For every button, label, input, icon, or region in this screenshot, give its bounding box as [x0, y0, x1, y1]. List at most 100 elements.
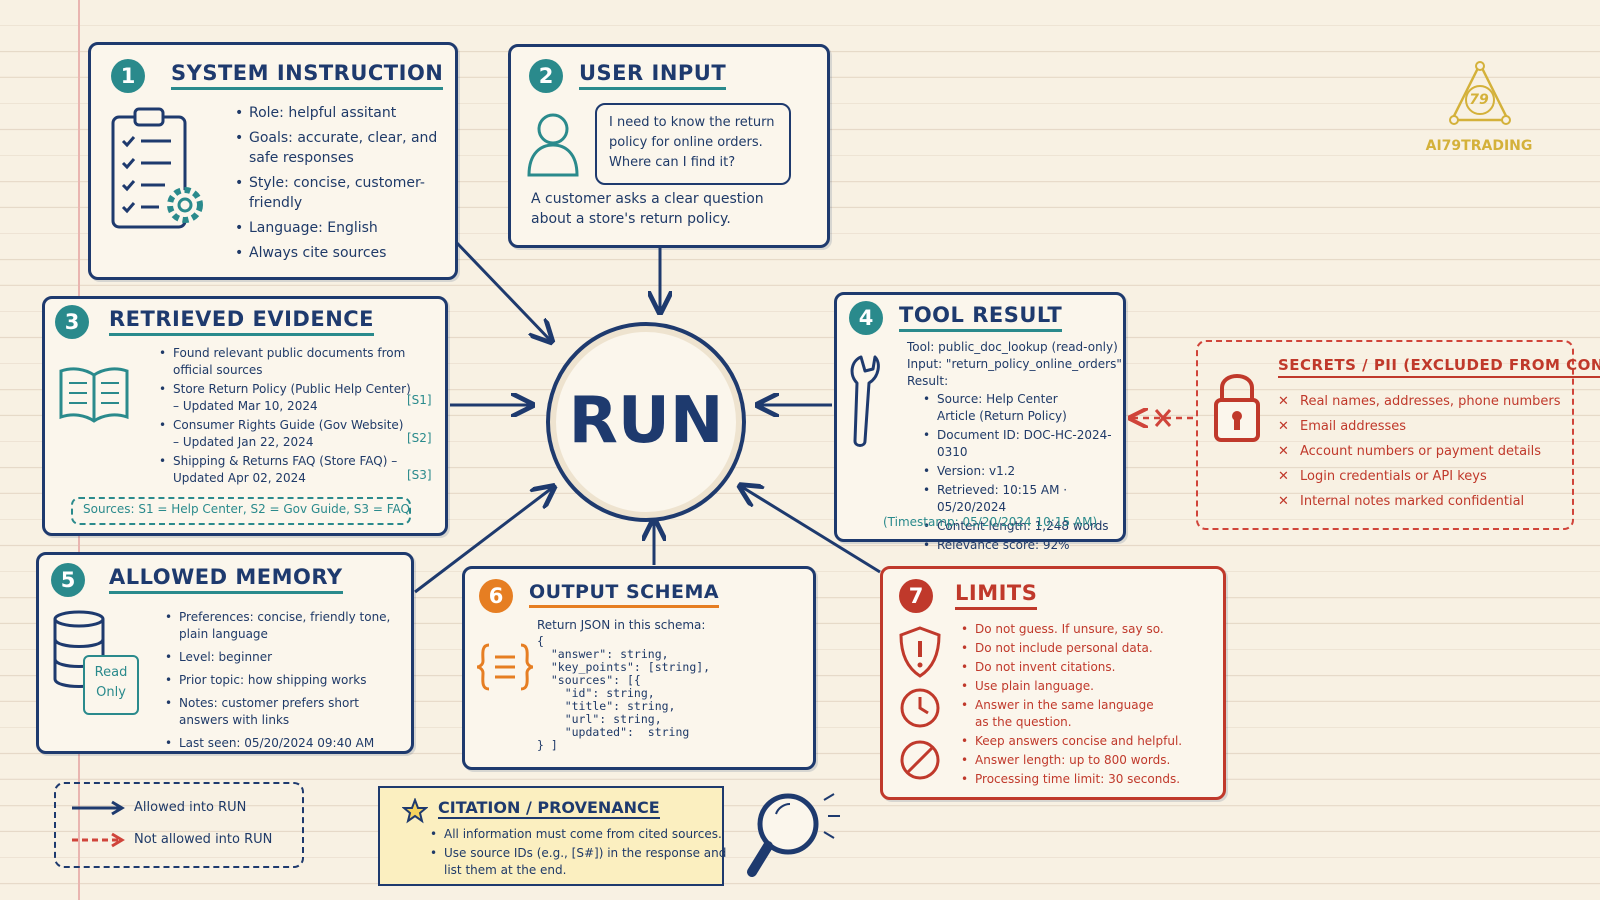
magnifier-icon: [747, 793, 840, 877]
allowed-memory-card: 5 ALLOWED MEMORY Read Only Preferences: …: [36, 552, 414, 754]
step-number: 3: [55, 305, 89, 339]
list-item: Shipping & Returns FAQ (Store FAQ) – Upd…: [159, 453, 413, 487]
list-item: Goals: accurate, clear, and safe respons…: [235, 128, 449, 168]
clipboard-gear-icon: [111, 107, 203, 229]
tool-input: Input: "return_policy_online_orders": [907, 357, 1122, 371]
clock-icon: [900, 688, 940, 728]
wrench-icon: [850, 355, 880, 447]
output-schema-card: 6 OUTPUT SCHEMA Return JSON in this sche…: [462, 566, 816, 770]
list-item: Content length: 1,248 words: [923, 518, 1137, 535]
card-title: CITATION / PROVENANCE: [438, 798, 660, 819]
run-label: RUN: [568, 384, 724, 458]
star-icon: [402, 798, 428, 824]
logo-wordmark: AI79TRADING: [1425, 138, 1533, 154]
step-number: 2: [529, 59, 563, 93]
secrets-pii-card: SECRETS / PII (EXCLUDED FROM CONTEXT) Re…: [1196, 340, 1600, 530]
padlock-icon: [1214, 374, 1260, 442]
system-instruction-list: Role: helpful assitant Goals: accurate, …: [233, 103, 449, 268]
list-item: Login credentials or API keys: [1278, 467, 1568, 486]
list-item: Do not invent citations.: [961, 659, 1225, 676]
card-title: SECRETS / PII (EXCLUDED FROM CONTEXT): [1278, 356, 1600, 378]
card-title: ALLOWED MEMORY: [109, 565, 343, 594]
blocked-x-mark: [1154, 409, 1172, 427]
memory-list: Preferences: concise, friendly tone, pla…: [163, 609, 409, 754]
source-tag-s2: [S2]: [407, 431, 432, 445]
brand-logo: 79 AI79TRADING: [1414, 60, 1544, 160]
tool-result-label: Result:: [907, 374, 949, 388]
user-input-caption: A customer asks a clear question about a…: [531, 191, 764, 227]
source-tag-s1: [S1]: [407, 393, 432, 407]
step-number: 5: [51, 563, 85, 597]
system-instruction-card: 1 SYSTEM INSTRUCTION Role: helpful assit…: [88, 42, 458, 280]
legend-box: Allowed into RUN Not allowed into RUN: [54, 782, 304, 868]
card-title: LIMITS: [955, 581, 1038, 610]
user-input-card: 2 USER INPUT I need to know the return p…: [508, 44, 830, 248]
logo-number: 79: [1469, 92, 1489, 108]
database-icon: [53, 610, 105, 688]
step-number: 1: [111, 59, 145, 93]
braces-icon: [476, 643, 534, 691]
shield-alert-icon: [899, 626, 941, 678]
list-item: Version: v1.2: [923, 463, 1137, 480]
schema-intro: Return JSON in this schema:: [537, 618, 706, 632]
source-tag-s3: [S3]: [407, 468, 432, 482]
list-item: Use source IDs (e.g., [S#]) in the respo…: [430, 845, 734, 879]
secrets-list: Real names, addresses, phone numbers Ema…: [1278, 392, 1568, 517]
citation-list: All information must come from cited sou…: [428, 826, 734, 881]
step-number: 7: [899, 579, 933, 613]
run-node: RUN: [546, 322, 746, 522]
step-number: 4: [849, 301, 883, 335]
citation-note: CITATION / PROVENANCE All information mu…: [378, 786, 726, 886]
read-only-badge: Read Only: [83, 655, 139, 715]
schema-code: { "answer": string, "key_points": [strin…: [537, 634, 711, 752]
limits-list: Do not guess. If unsure, say so. Do not …: [959, 621, 1225, 790]
arrow-limits-to-run: [742, 487, 881, 574]
bubble-text: I need to know the return policy for onl…: [609, 115, 775, 170]
list-item: Consumer Rights Guide (Gov Website) – Up…: [159, 417, 413, 451]
not-allowed-arrow-icon: [72, 832, 125, 848]
card-title: TOOL RESULT: [899, 303, 1063, 332]
evidence-list: Found relevant public documents from off…: [157, 345, 413, 489]
list-item: Level: beginner: [165, 649, 409, 666]
list-item: Account numbers or payment details: [1278, 442, 1568, 461]
list-item: Internal notes marked confidential: [1278, 492, 1568, 511]
list-item: All information must come from cited sou…: [430, 826, 734, 843]
arrow-system-to-run: [454, 240, 550, 340]
user-speech-bubble: I need to know the return policy for onl…: [595, 103, 791, 185]
list-item: Retrieved: 10:15 AM · 05/20/2024: [923, 482, 1137, 516]
list-item: Use plain language.: [961, 678, 1225, 695]
step-number: 6: [479, 579, 513, 613]
logo-triangle-icon: [1449, 61, 1511, 125]
card-title: RETRIEVED EVIDENCE: [109, 307, 375, 336]
list-item: Do not guess. If unsure, say so.: [961, 621, 1225, 638]
list-item: Prior topic: how shipping works: [165, 672, 409, 689]
list-item: Style: concise, customer-friendly: [235, 173, 449, 213]
list-item: Document ID: DOC-HC-2024-0310: [923, 427, 1137, 461]
list-item: Keep answers concise and helpful.: [961, 733, 1225, 750]
limits-card: 7 LIMITS Do not guess. If unsure, say so…: [880, 566, 1226, 800]
list-item: Processing time limit: 30 seconds.: [961, 771, 1225, 788]
list-item: Email addresses: [1278, 417, 1568, 436]
list-item: Source: Help Center Article (Return Poli…: [923, 391, 1077, 425]
tool-name: Tool: public_doc_lookup (read-only): [907, 340, 1118, 354]
tool-timestamp: (Timestamp: 05/20/2024 10:15 AM): [883, 515, 1098, 529]
tool-result-card: 4 TOOL RESULT Tool: public_doc_lookup (r…: [834, 292, 1126, 554]
legend-not-allowed-label: Not allowed into RUN: [134, 832, 273, 847]
card-title: SYSTEM INSTRUCTION: [171, 61, 444, 90]
legend-allowed-label: Allowed into RUN: [134, 800, 247, 815]
retrieved-evidence-card: 3 RETRIEVED EVIDENCE Found relevant publ…: [42, 296, 448, 536]
user-icon: [527, 113, 579, 177]
sources-note-text: Sources: S1 = Help Center, S2 = Gov Guid…: [83, 502, 410, 516]
tool-result-list: Source: Help Center Article (Return Poli…: [921, 391, 1137, 556]
card-title: USER INPUT: [579, 61, 727, 90]
list-item: Answer in the same language as the quest…: [961, 697, 1165, 731]
book-icon: [59, 367, 129, 423]
allowed-arrow-icon: [72, 800, 125, 816]
arrow-memory-to-run: [414, 488, 552, 594]
list-item: Always cite sources: [235, 243, 449, 263]
read-only-label: Read Only: [94, 665, 128, 700]
list-item: Real names, addresses, phone numbers: [1278, 392, 1568, 411]
list-item: Do not include personal data.: [961, 640, 1225, 657]
list-item: Last seen: 05/20/2024 09:40 AM: [165, 735, 409, 752]
